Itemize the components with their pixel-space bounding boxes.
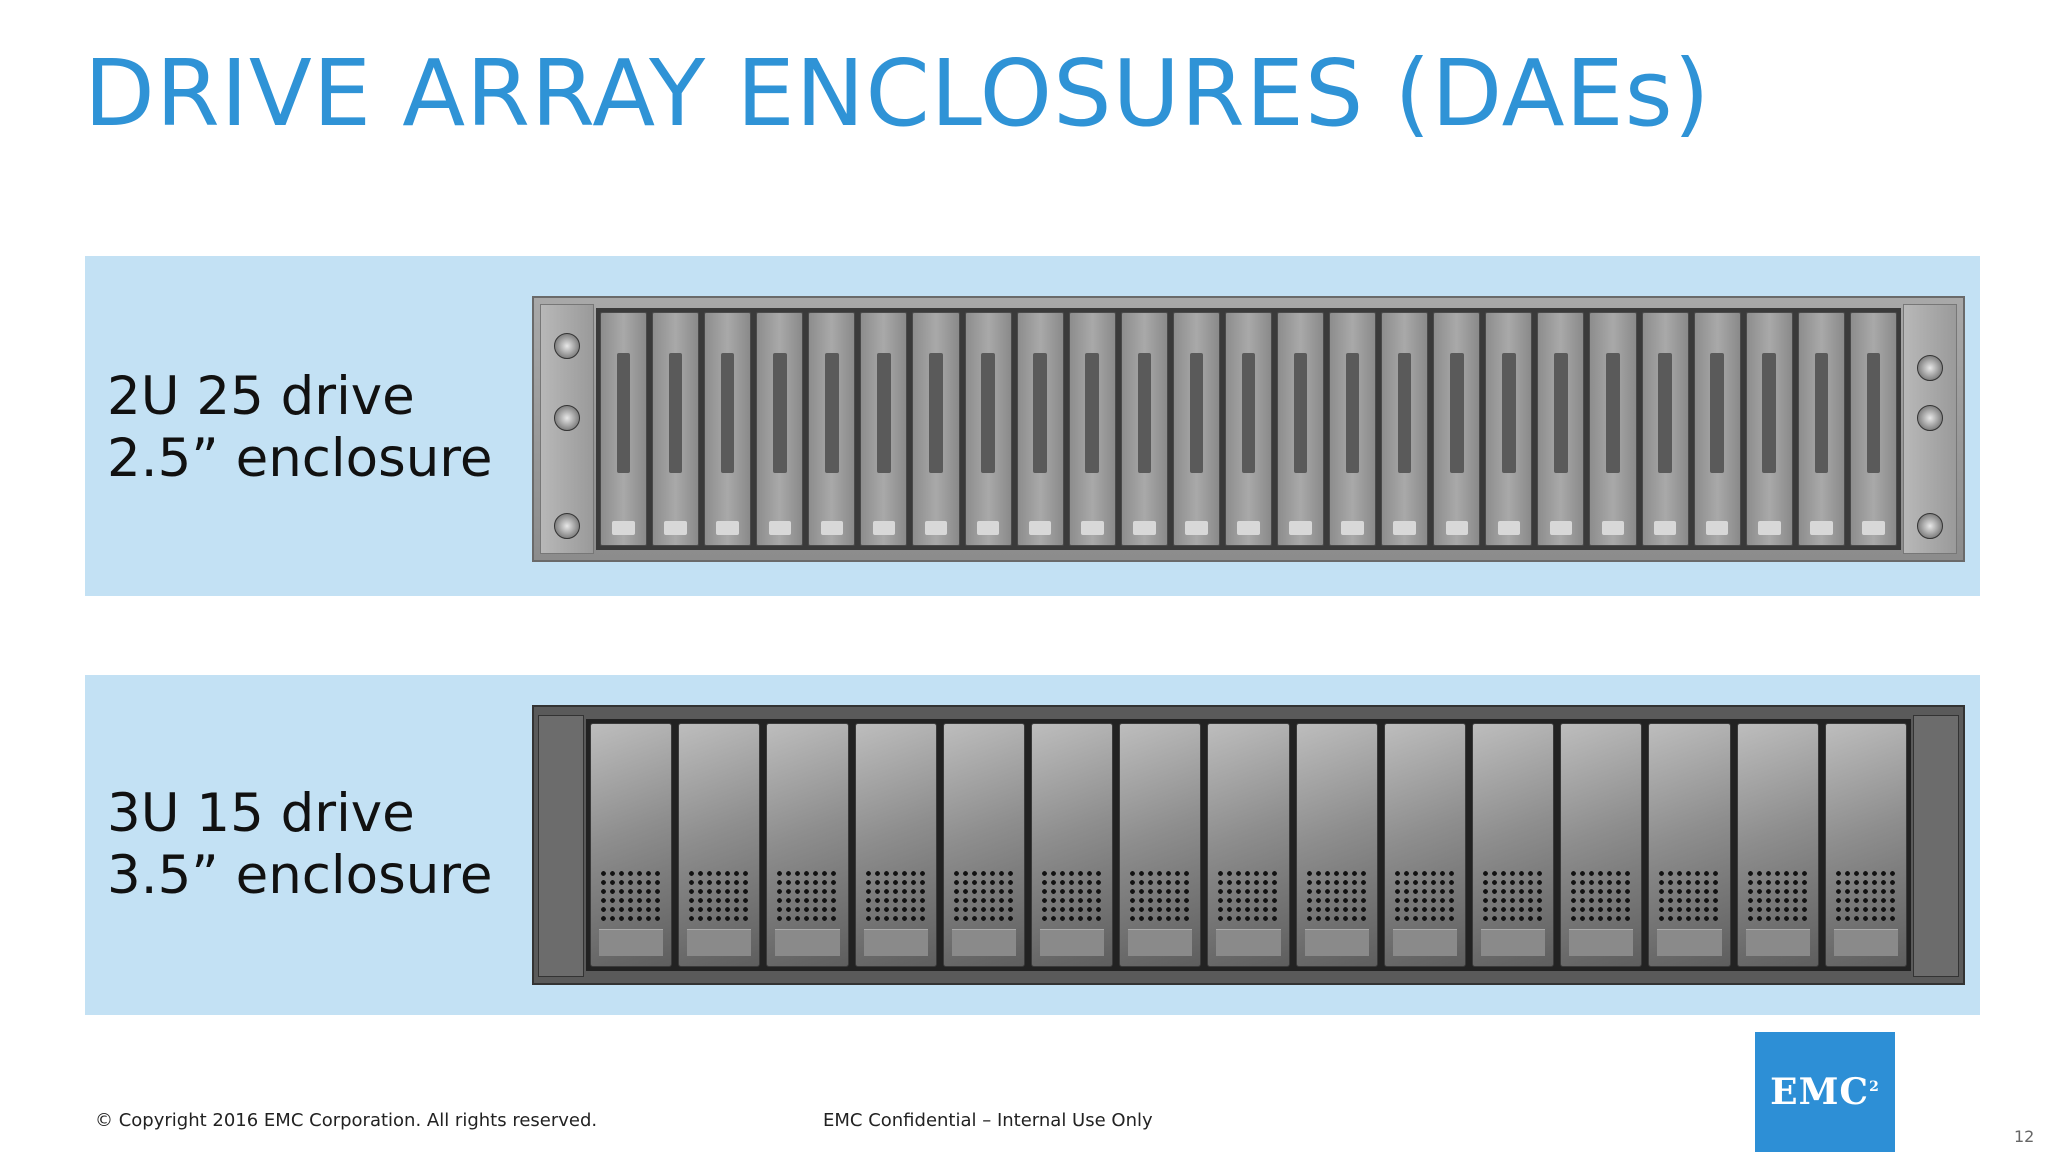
- drive-carrier: [1693, 312, 1741, 546]
- drive-bays-3u: [586, 719, 1911, 971]
- drive-carrier: [1277, 312, 1325, 546]
- enclosure-3u-image: [532, 705, 1965, 985]
- drive-carrier: [1589, 312, 1637, 546]
- drive-carrier: [1472, 723, 1555, 967]
- drive-carrier: [1119, 723, 1202, 967]
- drive-carrier: [1383, 723, 1467, 967]
- enclosure-2u-label-line2: 2.5” enclosure: [107, 428, 493, 489]
- screw-icon: [1917, 405, 1943, 431]
- footer-copyright: © Copyright 2016 EMC Corporation. All ri…: [95, 1110, 598, 1131]
- drive-carrier: [1641, 312, 1689, 546]
- drive-carrier: [1016, 312, 1064, 546]
- enclosure-3u-label: 3U 15 drive 3.5” enclosure: [107, 783, 493, 907]
- drive-carrier: [1537, 312, 1585, 546]
- drive-carrier: [678, 723, 761, 967]
- drive-carrier: [1172, 312, 1220, 546]
- drive-carrier: [1120, 312, 1168, 546]
- drive-carrier: [808, 312, 856, 546]
- screw-icon: [554, 405, 580, 431]
- drive-carrier: [1381, 312, 1429, 546]
- drive-carrier: [766, 723, 849, 967]
- drive-carrier: [1648, 723, 1731, 967]
- enclosure-2u-label: 2U 25 drive 2.5” enclosure: [107, 366, 493, 490]
- slide-title: DRIVE ARRAY ENCLOSURES (DAEs): [84, 40, 1711, 147]
- drive-carrier: [1329, 312, 1377, 546]
- enclosure-2u-image: [532, 296, 1965, 562]
- drive-carrier: [600, 312, 648, 546]
- footer-confidential: EMC Confidential – Internal Use Only: [823, 1110, 1153, 1131]
- drive-carrier: [1068, 312, 1116, 546]
- screw-icon: [554, 333, 580, 359]
- enclosure-2u-label-line1: 2U 25 drive: [107, 366, 415, 427]
- drive-carrier: [1824, 723, 1908, 967]
- drive-carrier: [1207, 723, 1290, 967]
- drive-carrier: [1745, 312, 1793, 546]
- drive-carrier: [964, 312, 1012, 546]
- screw-icon: [1917, 513, 1943, 539]
- drive-carrier: [1797, 312, 1845, 546]
- screw-icon: [554, 513, 580, 539]
- drive-carrier: [860, 312, 908, 546]
- drive-carrier: [756, 312, 804, 546]
- emc-logo-text: EMC2: [1770, 1071, 1880, 1113]
- drive-carrier: [1224, 312, 1273, 546]
- enclosure-panel-3u: 3U 15 drive 3.5” enclosure: [85, 675, 1980, 1015]
- enclosure-3u-chassis: [532, 705, 1965, 985]
- chassis-ear-left: [540, 304, 594, 554]
- drive-carrier: [912, 312, 960, 546]
- drive-carrier: [942, 723, 1026, 967]
- drive-carrier: [590, 723, 673, 967]
- chassis-ear-left: [538, 715, 584, 977]
- drive-carrier: [1849, 312, 1897, 546]
- enclosure-3u-label-line2: 3.5” enclosure: [107, 845, 493, 906]
- drive-carrier: [652, 312, 700, 546]
- drive-bays-2u: [596, 308, 1901, 550]
- chassis-ear-right: [1903, 304, 1957, 554]
- drive-carrier: [1485, 312, 1533, 546]
- emc-logo: EMC2: [1755, 1032, 1895, 1152]
- enclosure-2u-chassis: [532, 296, 1965, 562]
- enclosure-panel-2u: 2U 25 drive 2.5” enclosure: [85, 256, 1980, 596]
- drive-carrier: [1295, 723, 1378, 967]
- chassis-ear-right: [1913, 715, 1959, 977]
- enclosure-3u-label-line1: 3U 15 drive: [107, 783, 415, 844]
- drive-carrier: [1031, 723, 1114, 967]
- drive-carrier: [854, 723, 937, 967]
- page-number: 12: [2014, 1127, 2035, 1146]
- drive-carrier: [704, 312, 752, 546]
- screw-icon: [1917, 355, 1943, 381]
- drive-carrier: [1736, 723, 1819, 967]
- drive-carrier: [1433, 312, 1481, 546]
- drive-carrier: [1560, 723, 1643, 967]
